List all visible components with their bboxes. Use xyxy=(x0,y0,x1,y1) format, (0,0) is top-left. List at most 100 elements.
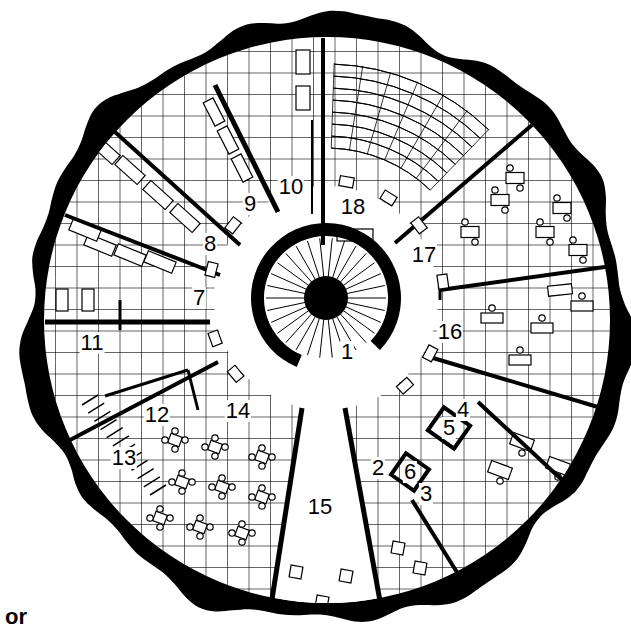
chair xyxy=(259,445,265,451)
room-number: 10 xyxy=(278,176,304,198)
table xyxy=(255,490,270,504)
chair xyxy=(472,239,478,245)
chair xyxy=(222,444,228,450)
stair-step xyxy=(88,403,104,413)
door xyxy=(205,261,218,277)
door xyxy=(380,190,397,206)
armchair xyxy=(391,541,405,555)
grid-line xyxy=(55,0,56,630)
chair xyxy=(554,195,560,201)
grid-line xyxy=(98,0,99,630)
grid-line xyxy=(141,0,142,630)
stair-step xyxy=(82,395,98,405)
chair xyxy=(489,305,495,311)
door xyxy=(208,330,222,347)
grid-line xyxy=(77,0,78,630)
chair xyxy=(179,470,185,476)
table xyxy=(208,440,223,454)
walls xyxy=(45,38,612,612)
chair xyxy=(197,533,203,539)
desk xyxy=(115,156,145,185)
caption-fragment: or xyxy=(4,606,28,628)
desk xyxy=(170,204,200,233)
wall xyxy=(115,132,240,245)
grid-line xyxy=(528,0,529,630)
room-number: 17 xyxy=(411,244,437,266)
chair xyxy=(507,165,513,171)
chair xyxy=(517,347,523,353)
armchair xyxy=(413,561,427,575)
stair-tread xyxy=(328,238,332,278)
chair xyxy=(239,521,245,527)
stair-tread xyxy=(332,241,344,279)
stair-tread xyxy=(307,241,319,279)
chair xyxy=(209,484,215,490)
chair xyxy=(157,524,163,530)
chair xyxy=(169,479,175,485)
chair xyxy=(239,539,245,545)
chair xyxy=(162,437,168,443)
armchair xyxy=(289,565,303,579)
room-number: 14 xyxy=(225,400,251,422)
door xyxy=(437,274,449,289)
wall xyxy=(321,38,325,245)
desk xyxy=(553,203,571,214)
grid-line xyxy=(0,116,631,117)
chair xyxy=(269,454,275,460)
chair xyxy=(229,530,235,536)
wall xyxy=(119,300,122,330)
chair xyxy=(172,428,178,434)
wall xyxy=(70,362,218,440)
room-number: 16 xyxy=(437,321,463,343)
stair-tread xyxy=(307,317,319,355)
chair xyxy=(269,494,275,500)
chair xyxy=(580,257,586,263)
grid-line xyxy=(34,0,35,630)
room-number: 3 xyxy=(419,483,433,505)
room-number: 18 xyxy=(340,196,366,218)
room-number: 5 xyxy=(442,417,456,439)
wall xyxy=(345,408,382,612)
room-number: 4 xyxy=(456,399,470,421)
desk xyxy=(481,313,503,323)
desk xyxy=(114,244,146,266)
room-number: 11 xyxy=(80,332,105,354)
stair-tread xyxy=(320,238,324,278)
grid-line xyxy=(0,137,631,138)
chair xyxy=(249,530,255,536)
stair-step xyxy=(113,436,129,446)
chair xyxy=(219,475,225,481)
chair xyxy=(189,479,195,485)
table xyxy=(193,520,208,534)
chair xyxy=(212,435,218,441)
seat-divider xyxy=(331,63,334,148)
door xyxy=(227,365,244,382)
desk xyxy=(531,323,553,333)
armchair xyxy=(315,595,329,609)
chair xyxy=(182,437,188,443)
door xyxy=(422,345,437,362)
stair-tread xyxy=(346,286,385,294)
counter xyxy=(548,284,573,296)
stair-core xyxy=(304,276,348,320)
desk xyxy=(461,227,479,238)
stair-tread xyxy=(342,263,374,287)
chair xyxy=(570,237,576,243)
wall xyxy=(478,402,575,492)
grid-line xyxy=(0,73,631,74)
chair xyxy=(564,215,570,221)
grid-line xyxy=(0,30,631,31)
desk xyxy=(296,50,310,74)
chair xyxy=(202,444,208,450)
grid-line xyxy=(120,0,121,630)
chair xyxy=(249,454,255,460)
chair xyxy=(229,484,235,490)
chair xyxy=(539,315,545,321)
chair xyxy=(259,463,265,469)
seat-divider xyxy=(401,94,444,168)
seat-divider xyxy=(349,66,362,150)
